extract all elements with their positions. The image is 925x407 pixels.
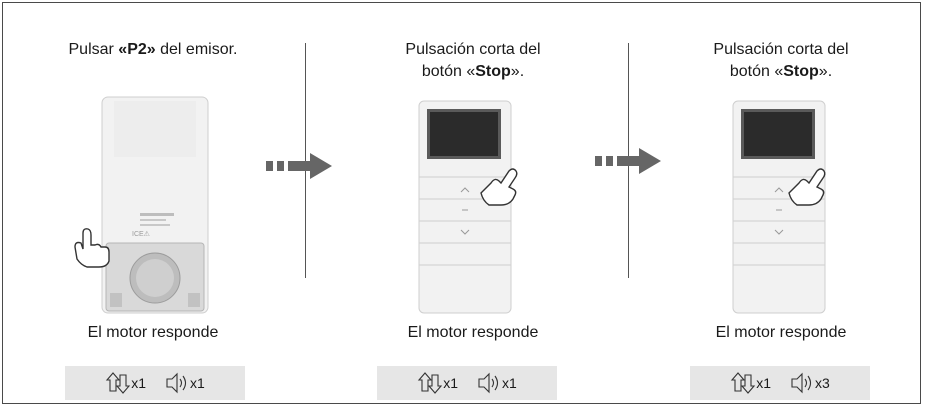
remote-front-image [418, 100, 512, 314]
step-3-instruction-line1: Pulsación corta del [713, 41, 849, 58]
step-3-instruction: Pulsación corta del botón «Stop». [631, 39, 925, 83]
step-2: Pulsación corta del botón «Stop». El mot… [323, 3, 623, 405]
step-3-response-badge: x1 x3 [690, 366, 870, 400]
step-3-instruction-text: botón « [729, 63, 784, 80]
step-2-instruction-bold: Stop [475, 63, 511, 80]
speaker-icon [478, 372, 499, 394]
right-arrow-icon [595, 148, 661, 174]
step-3-response-label: El motor responde [715, 324, 847, 341]
step-2-move-count: x1 [443, 375, 458, 391]
step-3-instruction-text-end: ». [818, 63, 833, 80]
step-1-instruction-bold: «P2» [118, 41, 156, 58]
hand-pointer-icon [788, 168, 826, 206]
step-3-beep-count: x3 [815, 375, 830, 391]
step-2-beep-count: x1 [502, 375, 517, 391]
step-3: Pulsación corta del botón «Stop». El mot… [631, 3, 925, 405]
step-1-instruction-text-end: del emisor. [155, 41, 238, 58]
up-down-arrows-icon [731, 372, 756, 394]
step-2-response-badge: x1 x1 [377, 366, 557, 400]
speaker-icon [791, 372, 812, 394]
step-1-instruction: Pulsar «P2» del emisor. [3, 39, 303, 61]
step-1-move-count: x1 [131, 375, 146, 391]
up-down-arrows-icon [418, 372, 443, 394]
step-1-response-badge: x1 x1 [65, 366, 245, 400]
step-2-instruction-line1: Pulsación corta del [405, 41, 541, 58]
step-1-instruction-text: Pulsar [68, 41, 119, 58]
remote-front-image [732, 100, 826, 314]
hand-pointer-icon [74, 228, 110, 268]
step-2-instruction-text: botón « [421, 63, 476, 80]
step-2-instruction: Pulsación corta del botón «Stop». [323, 39, 623, 83]
remote-back-image: ICE⚠ [101, 96, 209, 314]
step-1-beep-count: x1 [190, 375, 205, 391]
hand-pointer-icon [480, 168, 518, 206]
divider [305, 43, 306, 278]
step-1: Pulsar «P2» del emisor. ICE⚠ El motor re… [3, 3, 303, 405]
step-2-response-label: El motor responde [407, 324, 539, 341]
speaker-icon [166, 372, 187, 394]
step-1-response-label: El motor responde [87, 324, 219, 341]
svg-text:ICE⚠: ICE⚠ [132, 230, 150, 238]
up-down-arrows-icon [106, 372, 131, 394]
step-2-instruction-text-end: ». [510, 63, 525, 80]
step-3-move-count: x1 [756, 375, 771, 391]
step-3-instruction-bold: Stop [783, 63, 819, 80]
right-arrow-icon [266, 153, 332, 179]
